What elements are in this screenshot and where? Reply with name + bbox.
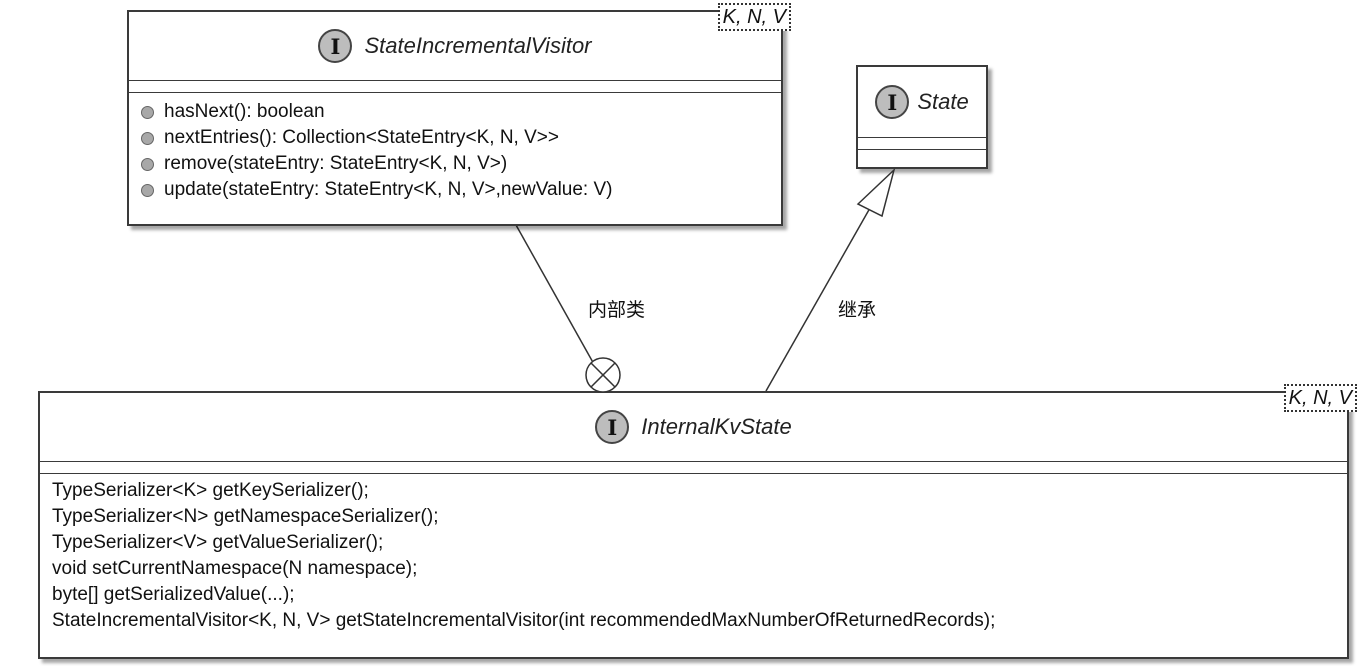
attributes-compartment	[858, 137, 986, 149]
method-dot-icon	[141, 131, 154, 145]
attributes-compartment	[40, 461, 1347, 473]
inner-class-line	[515, 224, 596, 367]
method-item: StateIncrementalVisitor<K, N, V> getStat…	[52, 610, 996, 631]
method-item: hasNext(): boolean	[141, 99, 771, 125]
method-item: update(stateEntry: StateEntry<K, N, V>,n…	[141, 177, 771, 203]
method-item: byte[] getSerializedValue(...);	[52, 584, 295, 605]
method-dot-icon	[141, 183, 154, 197]
class-name: StateIncrementalVisitor	[364, 33, 592, 58]
class-name: State	[917, 89, 969, 114]
class-internal-kv-state[interactable]: I InternalKvState K, N, V TypeSerializer…	[38, 384, 1357, 659]
generic-params: K, N, V	[1283, 384, 1357, 412]
class-state-incremental-visitor[interactable]: I StateIncrementalVisitor K, N, V hasNex…	[127, 3, 791, 226]
methods-compartment	[858, 149, 986, 161]
interface-badge-icon: I	[318, 29, 353, 63]
methods-compartment: hasNext(): boolean nextEntries(): Collec…	[129, 92, 781, 211]
method-item: TypeSerializer<N> getNamespaceSerializer…	[52, 506, 439, 527]
class-header: I State	[858, 67, 986, 137]
method-item: remove(stateEntry: StateEntry<K, N, V>)	[141, 151, 771, 177]
method-dot-icon	[141, 157, 154, 171]
interface-badge-icon: I	[595, 410, 630, 444]
method-item: TypeSerializer<K> getKeySerializer();	[52, 480, 369, 501]
generic-params: K, N, V	[717, 3, 791, 31]
methods-compartment: TypeSerializer<K> getKeySerializer(); Ty…	[40, 473, 1347, 642]
class-header: I StateIncrementalVisitor K, N, V	[129, 3, 791, 80]
method-item: TypeSerializer<V> getValueSerializer();	[52, 532, 384, 553]
class-header: I InternalKvState K, N, V	[40, 384, 1357, 461]
inner-class-label: 内部类	[588, 300, 646, 321]
class-state[interactable]: I State	[856, 65, 988, 169]
method-item: nextEntries(): Collection<StateEntry<K, …	[141, 125, 771, 151]
inheritance-line	[765, 207, 871, 392]
class-name: InternalKvState	[641, 414, 792, 439]
inheritance-label: 继承	[838, 300, 877, 321]
method-dot-icon	[141, 105, 154, 119]
method-item: void setCurrentNamespace(N namespace);	[52, 558, 418, 579]
attributes-compartment	[129, 80, 781, 92]
interface-badge-icon: I	[875, 85, 910, 119]
